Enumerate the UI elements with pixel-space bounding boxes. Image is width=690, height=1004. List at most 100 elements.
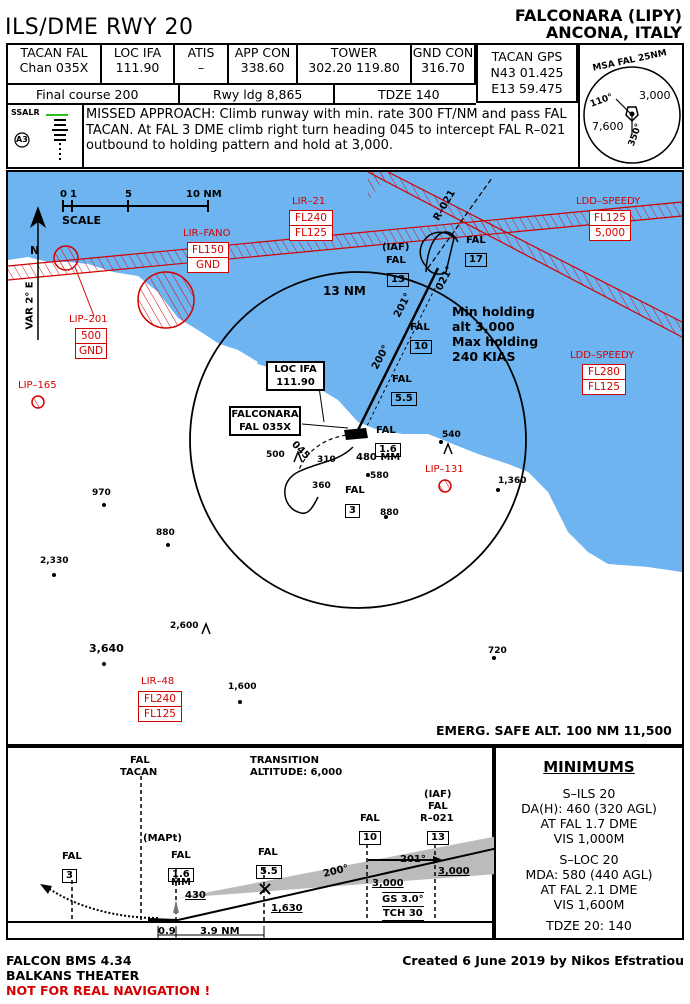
lighting-box: SSALR A3 — [8, 105, 84, 167]
footer-theater: BALKANS THEATER — [6, 968, 140, 983]
rwy-ldg: Rwy ldg 8,865 — [213, 87, 303, 102]
profile-fal55-label: FAL — [258, 847, 278, 858]
airport-location: ANCONA, ITALY — [545, 23, 682, 42]
gps-box: TACAN GPS N43 01.425 E13 59.475 — [476, 45, 578, 103]
loc-title: S–LOC 20 — [559, 852, 619, 867]
footer-sim: FALCON BMS 4.34 — [6, 953, 132, 968]
glideslope-box: GS 3.0° TCH 30 — [382, 892, 424, 921]
restricted-lir21-name: LIR–21 — [292, 196, 326, 207]
iaf-label: (IAF) — [382, 242, 410, 253]
msa-diagram — [583, 66, 681, 164]
plan-view — [6, 170, 684, 746]
north-label: N — [30, 244, 40, 257]
profile-fix16: 1.6 — [168, 862, 194, 882]
profile-fix13: 13 — [427, 825, 449, 845]
procedure-title: ILS/DME RWY 20 — [5, 15, 194, 40]
elev-500: 500 — [266, 450, 285, 460]
profile-dist-39: 3.9 NM — [200, 926, 240, 937]
restricted-speedy2-name: LDD–SPEEDY — [570, 350, 635, 361]
iaf-fix: 13 — [387, 267, 409, 287]
transition-1: TRANSITION — [250, 755, 319, 766]
msa-north-alt: 3,000 — [639, 89, 671, 102]
profile-alt3000b: 3,000 — [438, 866, 470, 877]
profile-fix3: 3 — [62, 863, 77, 883]
profile-tacan-2: TACAN — [120, 767, 158, 778]
info-row: Final course 200 Rwy ldg 8,865 TDZE 140 — [8, 85, 476, 105]
fix10: 10 — [410, 334, 432, 354]
iaf-fal-label: FAL — [386, 255, 406, 266]
approach-lighting-icon — [14, 114, 68, 163]
restricted-lirfano-name: LIR–FANO — [183, 228, 231, 239]
minimums-tdze: TDZE 20: 140 — [546, 918, 632, 933]
elev-360: 360 — [312, 481, 331, 491]
profile-alt430: 430 — [185, 890, 206, 901]
loc-vis: VIS 1,600M — [553, 897, 625, 912]
fix3-fal-label: FAL — [345, 485, 365, 496]
profile-alt3000a: 3,000 — [372, 878, 404, 889]
mapt-label: (MAPt) — [143, 833, 182, 844]
profile-alt1630: 1,630 — [271, 903, 303, 914]
footer-credit: Created 6 June 2019 by Nikos Efstratiou — [402, 953, 684, 968]
elev-880b: 880 — [156, 528, 175, 538]
missed-approach-text: MISSED APPROACH: Climb runway with min. … — [86, 107, 567, 153]
elev-880a: 880 — [380, 508, 399, 518]
gps-lon: E13 59.475 — [491, 81, 563, 96]
fix55-fal-label: FAL — [392, 374, 412, 385]
elev-2330: 2,330 — [40, 556, 69, 566]
loc-mda: MDA: 580 (440 AGL) — [525, 867, 653, 882]
lighting-code: A3 — [16, 135, 28, 144]
fix3: 3 — [345, 498, 360, 518]
elev-2600: 2,600 — [170, 621, 199, 631]
elev-310: 310 — [317, 455, 336, 465]
hold-fal-label: FAL — [466, 235, 486, 246]
scale-tick-5: 5 — [125, 189, 132, 200]
fix55: 5.5 — [391, 386, 417, 406]
gps-lat: N43 01.425 — [490, 65, 564, 80]
restricted-speedy1-name: LDD–SPEEDY — [576, 196, 641, 207]
ils-vis: VIS 1,000M — [553, 831, 625, 846]
profile-fal10-label: FAL — [360, 813, 380, 824]
gps-label: TACAN GPS — [491, 49, 563, 64]
elev-720: 720 — [488, 646, 507, 656]
profile-iaf: (IAF) — [424, 789, 452, 800]
elev-580: 580 — [370, 471, 389, 481]
elev-970: 970 — [92, 488, 111, 498]
restricted-lip201-name: LIP–201 — [69, 314, 108, 325]
profile-tacan-1: FAL — [130, 755, 150, 766]
elev-1360: 1,360 — [498, 476, 527, 486]
restricted-lip131-name: LIP–131 — [425, 464, 464, 475]
profile-course-201: 201° — [400, 854, 426, 865]
lighting-label: SSALR — [11, 108, 40, 117]
ring-label: 13 NM — [323, 284, 366, 298]
restricted-lir48-name: LIR–48 — [141, 676, 175, 687]
minimums-title: MINIMUMS — [543, 758, 635, 776]
frequency-panel — [6, 43, 684, 169]
profile-dist-09: 0.9 — [158, 926, 176, 937]
ils-da: DA(H): 460 (320 AGL) — [521, 801, 657, 816]
profile-iaf-fal: FAL — [428, 801, 448, 812]
scale-tick-0: 0 — [60, 189, 67, 200]
scale-label: SCALE — [62, 214, 102, 227]
fix10-fal-label: FAL — [410, 322, 430, 333]
airport-name: FALCONARA (LIPY) — [514, 6, 682, 25]
sea-area — [8, 172, 682, 572]
transition-2: ALTITUDE: 6,000 — [250, 767, 343, 778]
profile-fal3-label: FAL — [62, 851, 82, 862]
profile-r021: R–021 — [420, 813, 454, 824]
ils-title: S–ILS 20 — [562, 786, 616, 801]
scale-tick-10: 10 NM — [186, 189, 222, 200]
profile-mm: MM — [171, 877, 191, 888]
elev-540: 540 — [442, 430, 461, 440]
profile-fix55: 5.5 — [256, 859, 282, 879]
